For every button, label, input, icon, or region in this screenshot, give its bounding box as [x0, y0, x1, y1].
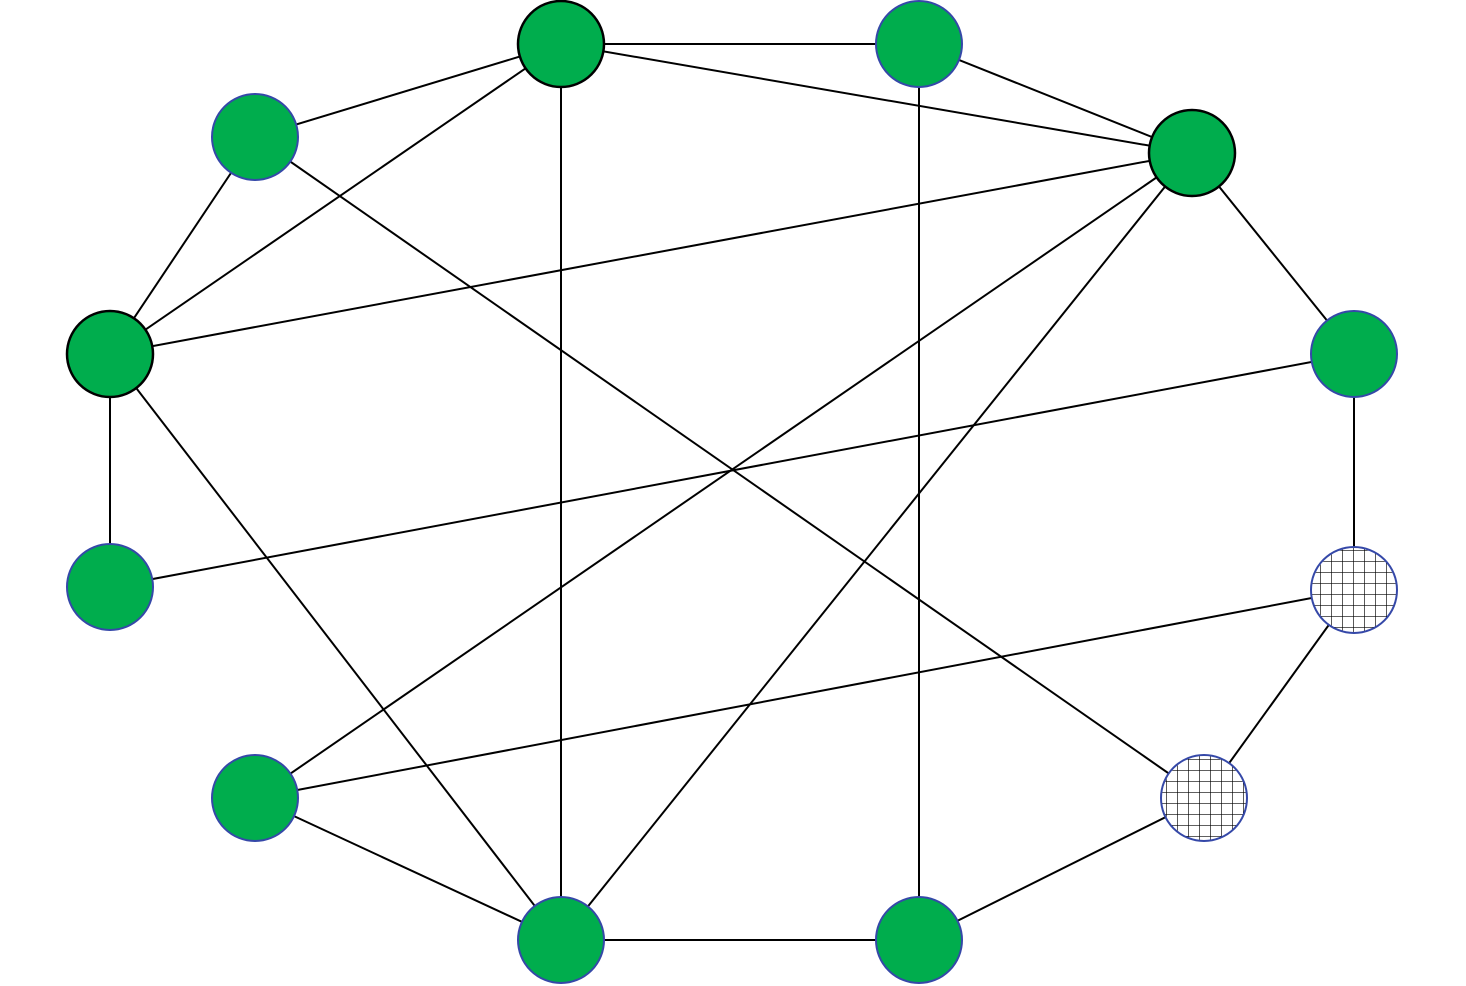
node-n8 — [517, 896, 605, 984]
nodes-layer — [65, 0, 1398, 984]
node-n2 — [211, 93, 299, 181]
edge-n8-n10 — [254, 797, 562, 941]
node-n11-hatched — [1160, 754, 1248, 842]
edge-n5-n8 — [560, 152, 1193, 941]
node-n10 — [211, 754, 299, 842]
edge-n6-n7 — [109, 353, 1355, 588]
node-n7 — [66, 543, 154, 631]
node-n4 — [875, 0, 963, 88]
edge-n5-n10 — [254, 152, 1193, 799]
edge-n1-n5 — [109, 152, 1193, 355]
edge-n10-n12 — [254, 589, 1355, 799]
edge-n2-n11 — [254, 136, 1205, 799]
node-n5 — [1147, 108, 1237, 198]
node-n6 — [1310, 310, 1398, 398]
node-n12-hatched — [1310, 546, 1398, 634]
edge-n4-n5 — [918, 43, 1193, 154]
node-n1 — [65, 309, 155, 399]
edge-n2-n3 — [254, 43, 562, 138]
node-n3 — [516, 0, 606, 89]
edge-n3-n5 — [560, 43, 1193, 154]
edges-layer — [109, 43, 1355, 941]
edge-n1-n8 — [109, 353, 562, 941]
edge-n9-n11 — [918, 797, 1205, 941]
node-n9 — [875, 896, 963, 984]
edge-n1-n3 — [109, 43, 562, 355]
